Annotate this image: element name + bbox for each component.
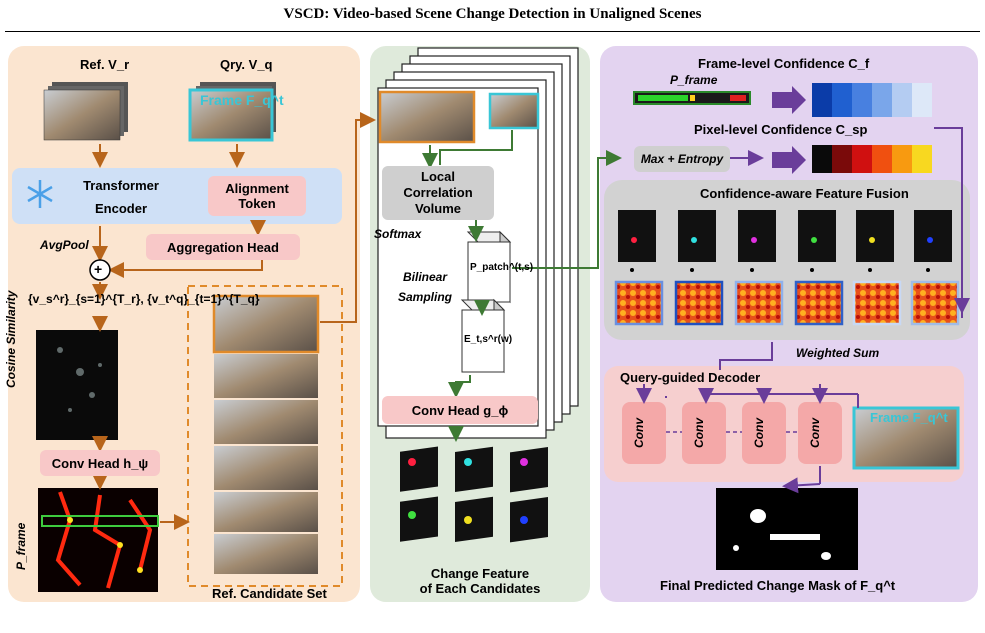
cosine-similarity-label: Cosine Similarity <box>4 290 18 388</box>
fusion-label: Confidence-aware Feature Fusion <box>700 186 909 201</box>
pixel-confidence-swatches <box>812 145 932 173</box>
ref-video-stack <box>43 82 128 141</box>
conv-label-4: Conv <box>808 418 822 448</box>
aggregation-head: Aggregation Head <box>146 234 300 260</box>
final-mask-label: Final Predicted Change Mask of F_q^t <box>660 578 896 593</box>
conv-head-h: Conv Head h_ψ <box>40 450 160 476</box>
max-entropy-box: Max + Entropy <box>634 146 730 172</box>
frame-confidence-swatches <box>812 83 932 117</box>
fusion-heatmaps <box>614 280 960 326</box>
conv-label-3: Conv <box>752 418 766 448</box>
snowflake-icon <box>27 180 53 208</box>
decoder-frame-label: Frame F_q^t <box>870 410 948 425</box>
p-frame-bar-label: P_frame <box>670 73 718 87</box>
set-notation: {v_s^r}_{s=1}^{T_r}, {v_t^q}_{t=1}^{T_q} <box>28 292 260 306</box>
frame-confidence-label: Frame-level Confidence C_f <box>698 56 870 71</box>
e-ts-label: E_t,s^r(w) <box>464 334 513 345</box>
pixel-confidence-label: Pixel-level Confidence C_sp <box>694 122 868 137</box>
qry-video-stack <box>188 82 276 142</box>
figure-title: VSCD: Video-based Scene Change Detection… <box>283 6 702 22</box>
p-patch-label: P_patch^(t,s) <box>470 262 534 273</box>
fusion-masks <box>618 210 952 262</box>
p-frame-vertical-label: P_frame <box>14 522 28 570</box>
final-mask <box>716 488 858 570</box>
qry-video-label: Qry. V_q <box>220 57 273 72</box>
ref-candidate-set-label: Ref. Candidate Set <box>212 586 327 601</box>
avgpool-label: AvgPool <box>40 238 89 252</box>
change-feature-grid <box>400 446 548 543</box>
plus-node <box>89 259 111 281</box>
query-frame-label: Frame F_q^t <box>200 92 284 108</box>
arrow-fat-1 <box>772 86 806 114</box>
title-rule <box>5 31 980 32</box>
arrow-fat-2 <box>772 146 806 174</box>
conv-head-g: Conv Head g_ϕ <box>382 396 538 424</box>
patch-cube <box>466 230 512 304</box>
decoder-label: Query-guided Decoder <box>620 370 761 385</box>
plus-symbol: + <box>94 261 103 277</box>
ref-video-label: Ref. V_r <box>80 57 130 72</box>
softmax-label: Softmax <box>374 227 422 241</box>
conv-label-2: Conv <box>692 418 706 448</box>
conv-blocks <box>622 402 842 464</box>
conv-label-1: Conv <box>632 418 646 448</box>
weighted-sum-label: Weighted Sum <box>796 346 880 360</box>
similarity-map <box>36 330 118 440</box>
candidate-set-frame <box>187 285 343 587</box>
